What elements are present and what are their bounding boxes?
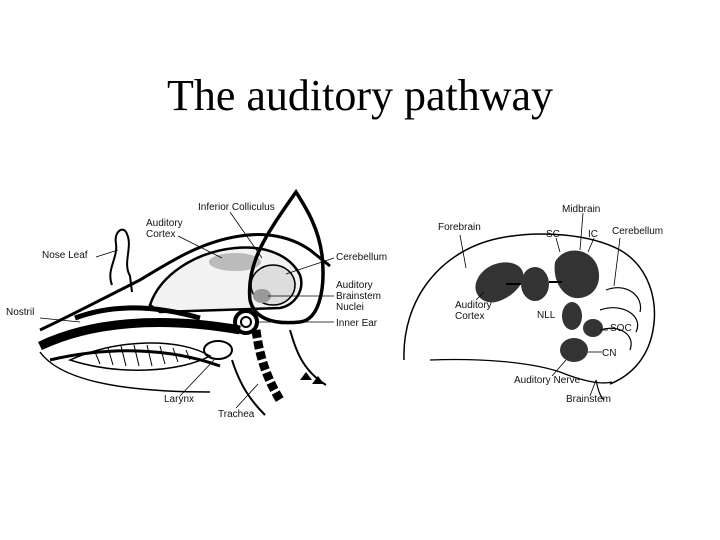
- lower-jaw-outline: [39, 351, 211, 393]
- label-auditory-cortex-right-line1: Auditory: [455, 300, 492, 311]
- skull-outline: [39, 233, 331, 332]
- midbrain-ic-shape: [554, 250, 600, 299]
- auditory-cortex-region: [209, 253, 261, 271]
- label-soc: SOC: [610, 323, 632, 334]
- label-auditory-cortex-line2: Cortex: [146, 229, 175, 240]
- leader-cerebellum: [285, 257, 335, 275]
- label-nostril: Nostril: [6, 307, 34, 318]
- label-auditory-cortex-right-line2: Cortex: [455, 311, 484, 322]
- leader-auditory-nerve: [551, 359, 567, 377]
- nose-leaf-shape: [109, 228, 133, 293]
- leader-midbrain: [579, 212, 584, 251]
- leader-trachea: [235, 383, 259, 409]
- cerebellum-folds: [599, 287, 642, 351]
- cn-shape: [560, 338, 588, 362]
- leader-ic: [587, 237, 595, 253]
- label-trachea: Trachea: [218, 409, 255, 420]
- bat-head-section: Inferior Colliculus Auditory Cortex Nose…: [6, 188, 387, 420]
- label-midbrain: Midbrain: [562, 204, 600, 215]
- leader-inferior-colliculus: [229, 211, 263, 259]
- leader-larynx: [179, 359, 215, 397]
- label-inner-ear: Inner Ear: [336, 318, 378, 329]
- mgb-shape: [521, 267, 549, 301]
- leader-brainstem: [589, 379, 597, 397]
- label-brainstem-line1: Auditory: [336, 280, 373, 291]
- label-cerebellum-right: Cerebellum: [612, 226, 663, 237]
- brainstem-nuclei-region: [253, 289, 271, 303]
- leader-auditory-cortex-right: [475, 291, 485, 301]
- label-nll: NLL: [537, 310, 556, 321]
- label-auditory-nerve: Auditory Nerve: [514, 375, 581, 386]
- brain-pathway-schematic: Midbrain Forebrain SC IC Cerebellum MGB …: [403, 204, 663, 405]
- spinal-cord-outline: [595, 379, 605, 401]
- label-cerebellum: Cerebellum: [336, 252, 387, 263]
- leader-sc: [555, 237, 561, 253]
- nasal-passage: [74, 305, 201, 321]
- leader-nose-leaf: [95, 249, 119, 258]
- label-sc: SC: [546, 229, 560, 240]
- tongue-shape: [67, 342, 212, 371]
- label-cn: CN: [602, 348, 616, 359]
- leader-cerebellum-right: [613, 237, 621, 287]
- label-brainstem-line3: Nuclei: [336, 302, 364, 313]
- label-auditory-cortex-line1: Auditory: [146, 218, 183, 229]
- label-brainstem-right: Brainstem: [566, 394, 611, 405]
- vertebra-2: [312, 376, 324, 384]
- trachea-column: [251, 329, 284, 403]
- label-mgb: MGB: [526, 258, 549, 269]
- label-nose-leaf: Nose Leaf: [42, 250, 88, 261]
- label-ic: IC: [588, 229, 598, 240]
- label-forebrain: Forebrain: [438, 222, 481, 233]
- brain-outline-right: [403, 233, 656, 385]
- palate-band: [38, 318, 241, 351]
- soc-shape: [583, 319, 603, 337]
- slide-title: The auditory pathway: [166, 71, 554, 120]
- label-larynx: Larynx: [164, 394, 194, 405]
- auditory-cortex-shape: [475, 262, 524, 303]
- label-brainstem-line2: Brainstem: [336, 291, 381, 302]
- vertebra-1: [300, 372, 312, 380]
- label-inferior-colliculus: Inferior Colliculus: [198, 202, 275, 213]
- nll-shape: [562, 302, 582, 330]
- leader-nostril: [39, 317, 81, 323]
- esophagus-line: [231, 359, 266, 416]
- leader-forebrain: [459, 234, 467, 269]
- inner-ear-inner: [240, 316, 252, 328]
- leader-auditory-cortex: [177, 235, 223, 259]
- tongue-hatching: [94, 344, 191, 367]
- larynx-shape: [203, 340, 233, 360]
